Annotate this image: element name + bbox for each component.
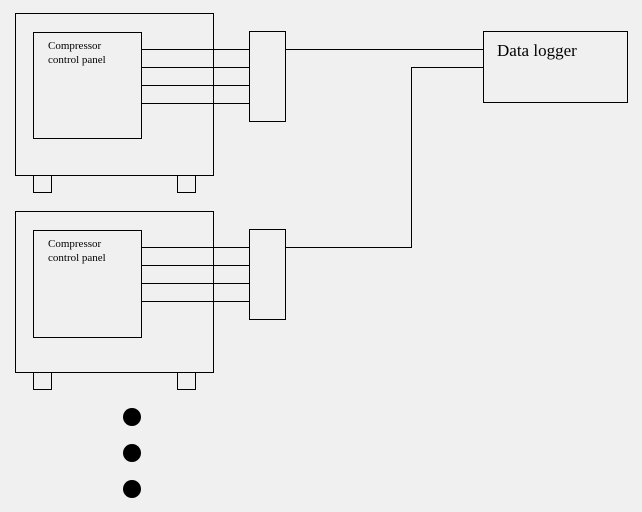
- control-panel-label-1-line1: Compressor: [48, 40, 102, 52]
- continuation-dot: [123, 480, 141, 498]
- logger-connection-2: [285, 67, 484, 248]
- data-logger-label: Data logger: [497, 41, 577, 60]
- control-panel-label-1-line2: control panel: [48, 54, 106, 66]
- junction-box-2: [249, 229, 286, 320]
- control-panel-label-2-line1: Compressor: [48, 238, 102, 250]
- data-logger-box: [483, 31, 628, 103]
- compressor-foot-left-1: [33, 175, 52, 193]
- continuation-dot: [123, 444, 141, 462]
- compressor-housing-2: [15, 211, 214, 373]
- compressor-foot-right-1: [177, 175, 196, 193]
- continuation-dots: [123, 408, 141, 498]
- compressor-housing-1: [15, 13, 214, 176]
- junction-box-1: [249, 31, 286, 122]
- compressor-unit-1: Compressor control panel: [15, 13, 286, 193]
- compressor-foot-left-2: [33, 372, 52, 390]
- data-logger: Data logger: [483, 31, 628, 103]
- signal-wires-2: [141, 247, 250, 302]
- compressor-unit-2: Compressor control panel: [15, 211, 286, 390]
- control-panel-label-2-line2: control panel: [48, 252, 106, 264]
- continuation-dot: [123, 408, 141, 426]
- signal-wires-1: [141, 49, 250, 104]
- compressor-foot-right-2: [177, 372, 196, 390]
